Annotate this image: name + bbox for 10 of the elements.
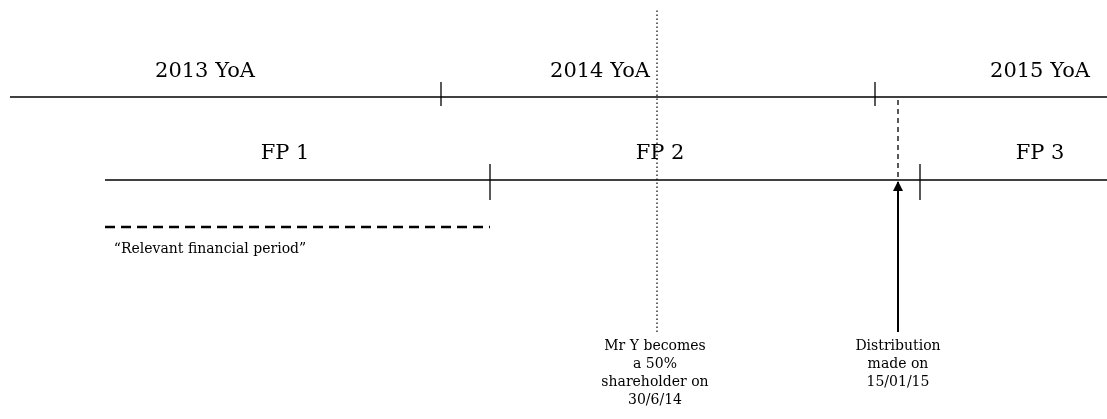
period-label: 2015 YoA	[990, 58, 1090, 82]
annotation-text: Distribution made on 15/01/15	[843, 336, 953, 390]
period-label: FP 1	[260, 140, 310, 164]
period-label: 2014 YoA	[550, 58, 650, 82]
arrow	[893, 181, 903, 333]
annotation-text: Mr Y becomes a 50% shareholder on 30/6/14	[600, 336, 710, 408]
period-label: FP 2	[635, 140, 685, 164]
period-label: 2013 YoA	[155, 58, 255, 82]
period-label: FP 3	[1015, 140, 1065, 164]
period-caption: “Relevant financial period”	[113, 240, 307, 256]
